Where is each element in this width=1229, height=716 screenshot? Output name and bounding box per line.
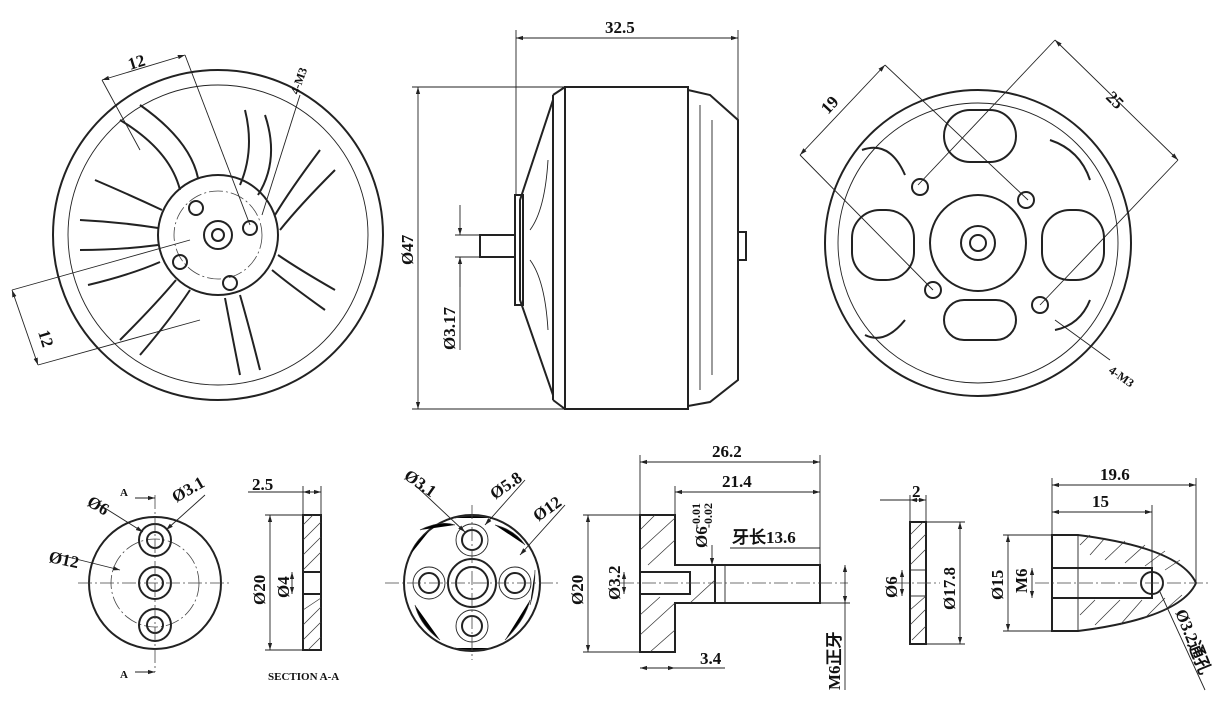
washer-outer-dia: Ø17.8 bbox=[940, 567, 959, 610]
section-title: SECTION A-A bbox=[268, 671, 339, 683]
nut-cross-hole: Ø3.2通孔 bbox=[1171, 606, 1214, 677]
adapter-flange-dia: Ø20 bbox=[568, 575, 587, 605]
front-view: 12 12 4-M3 bbox=[11, 51, 384, 401]
nut-length: 19.6 bbox=[1100, 465, 1130, 484]
front-dim-left: 12 bbox=[34, 328, 57, 350]
side-body-diameter: Ø47 bbox=[398, 234, 417, 265]
nut-thread: M6 bbox=[1012, 568, 1031, 593]
adapter-side-view: 26.2 21.4 -0.01 -0.02 Ø6 牙长13.6 Ø20 Ø3.2… bbox=[568, 442, 850, 690]
adapter-front-view: Ø3.1 Ø5.8 Ø12 bbox=[385, 466, 566, 660]
mount-front-view: A A Ø12 Ø6 Ø3.1 bbox=[47, 473, 232, 681]
section-mark-top: A bbox=[120, 487, 128, 499]
front-thread-label: 4-M3 bbox=[288, 66, 311, 96]
section-diameter: Ø20 bbox=[250, 575, 269, 605]
section-mark-bottom: A bbox=[120, 669, 128, 681]
side-shaft-diameter: Ø3.17 bbox=[440, 307, 459, 350]
adapter-thread-spec: M6正牙 bbox=[825, 631, 844, 690]
adapter-bore-dia: Ø5.8 bbox=[486, 468, 525, 503]
washer-view: 2 Ø6 Ø17.8 bbox=[880, 482, 965, 645]
section-aa-view: 2.5 Ø20 Ø4 SECTION A-A bbox=[248, 475, 339, 683]
adapter-tol-upper: -0.01 bbox=[689, 503, 703, 528]
washer-thickness: 2 bbox=[912, 482, 921, 501]
adapter-thread-length: 牙长13.6 bbox=[732, 527, 796, 547]
nut-diameter: Ø15 bbox=[988, 570, 1007, 600]
front-vents bbox=[79, 104, 336, 376]
adapter-thread-total: 21.4 bbox=[722, 472, 752, 491]
adapter-tol-lower: -0.02 bbox=[701, 503, 715, 528]
washer-inner-dia: Ø6 bbox=[882, 576, 901, 598]
mount-outer-dia: Ø12 bbox=[47, 547, 81, 572]
side-length: 32.5 bbox=[605, 18, 635, 37]
adapter-overall: 26.2 bbox=[712, 442, 742, 461]
rear-view: 19 25 4-M3 bbox=[799, 39, 1179, 397]
nut-thread-depth: 15 bbox=[1092, 492, 1109, 511]
adapter-bore-dia-side: Ø3.2 bbox=[605, 566, 624, 600]
mount-hole-dia: Ø3.1 bbox=[169, 473, 208, 507]
mount-pilot-dia: Ø6 bbox=[84, 492, 112, 519]
front-dim-top: 12 bbox=[126, 51, 148, 74]
rear-dim-right: 25 bbox=[1102, 87, 1127, 112]
section-thickness: 2.5 bbox=[252, 475, 273, 494]
side-view: 32.5 Ø47 Ø3.17 bbox=[398, 18, 747, 410]
adapter-pitch-dia: Ø12 bbox=[529, 492, 565, 525]
adapter-hole-dia: Ø3.1 bbox=[401, 466, 440, 501]
nut-view: 19.6 15 Ø15 M6 Ø3.2通孔 bbox=[988, 465, 1215, 691]
adapter-flange-thickness: 3.4 bbox=[700, 649, 722, 668]
section-bore: Ø4 bbox=[274, 576, 293, 598]
adapter-shaft-dia: Ø6 bbox=[692, 526, 711, 548]
rear-thread-label: 4-M3 bbox=[1106, 363, 1136, 390]
